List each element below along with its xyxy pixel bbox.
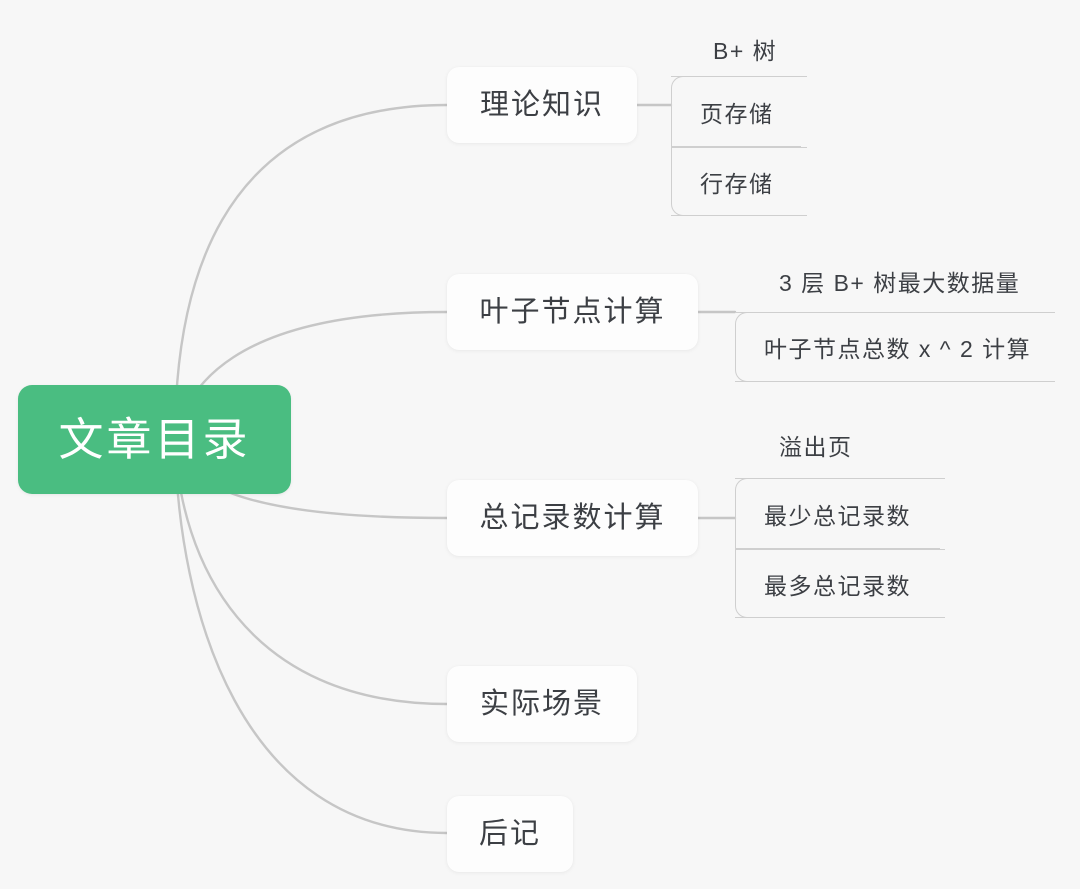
sub-card-0: 页存储 行存储 <box>670 76 807 217</box>
sub-card-2-rule-mid <box>735 548 940 550</box>
branch-node-4-label: 后记 <box>478 817 541 850</box>
root-node[interactable]: 文章目录 <box>18 385 291 494</box>
sub-item-1-0-label: 3 层 B+ 树最大数据量 <box>779 270 1021 296</box>
branch-node-3[interactable]: 实际场景 <box>447 666 637 742</box>
sub-card-2: 最少总记录数 最多总记录数 <box>734 478 945 619</box>
branch-node-3-label: 实际场景 <box>479 687 604 720</box>
sub-item-0-1[interactable]: 页存储 <box>672 77 807 147</box>
sub-item-0-2-label: 行存储 <box>700 171 774 197</box>
sub-card-0-rule-bottom <box>671 215 798 217</box>
sub-item-1-1-label: 叶子节点总数 x ^ 2 计算 <box>764 336 1032 362</box>
branch-node-0-label: 理论知识 <box>479 88 604 121</box>
sub-item-2-0-label: 溢出页 <box>779 434 853 460</box>
sub-item-0-2[interactable]: 行存储 <box>670 147 807 217</box>
sub-card-1-rule-bottom <box>735 381 1047 383</box>
sub-item-2-2-label: 最多总记录数 <box>764 573 911 599</box>
sub-group-1: 3 层 B+ 树最大数据量 叶子节点总数 x ^ 2 计算 <box>735 262 1065 383</box>
branch-node-1[interactable]: 叶子节点计算 <box>447 274 698 350</box>
branch-node-0[interactable]: 理论知识 <box>447 67 637 143</box>
root-node-label: 文章目录 <box>58 414 251 465</box>
branch-node-1-label: 叶子节点计算 <box>479 295 666 328</box>
sub-item-2-1-label: 最少总记录数 <box>764 503 911 529</box>
sub-item-2-0[interactable]: 溢出页 <box>765 436 867 467</box>
sub-item-0-0-label: B+ 树 <box>713 38 778 64</box>
sub-item-2-1[interactable]: 最少总记录数 <box>736 479 945 549</box>
branch-node-2[interactable]: 总记录数计算 <box>447 480 698 556</box>
sub-item-0-0[interactable]: B+ 树 <box>699 40 791 71</box>
sub-card-2-rule-top <box>735 478 915 480</box>
sub-item-1-0[interactable]: 3 层 B+ 树最大数据量 <box>765 272 1034 303</box>
sub-group-2: 溢出页 最少总记录数 最多总记录数 <box>734 430 995 619</box>
connector-root-to-branch-4 <box>173 438 449 835</box>
branch-node-2-label: 总记录数计算 <box>479 501 666 534</box>
sub-card-0-rule-mid <box>671 146 801 148</box>
sub-group-0: B+ 树 页存储 行存储 <box>670 18 931 217</box>
sub-card-0-rule-top <box>671 76 796 78</box>
sub-item-2-2[interactable]: 最多总记录数 <box>734 549 945 619</box>
sub-card-1-rule-top <box>735 312 1035 314</box>
sub-item-1-1[interactable]: 叶子节点总数 x ^ 2 计算 <box>736 313 1055 381</box>
branch-node-4[interactable]: 后记 <box>447 796 573 872</box>
sub-card-2-rule-bottom <box>735 617 935 619</box>
sub-item-0-1-label: 页存储 <box>700 101 774 127</box>
sub-card-1: 叶子节点总数 x ^ 2 计算 <box>735 312 1055 382</box>
